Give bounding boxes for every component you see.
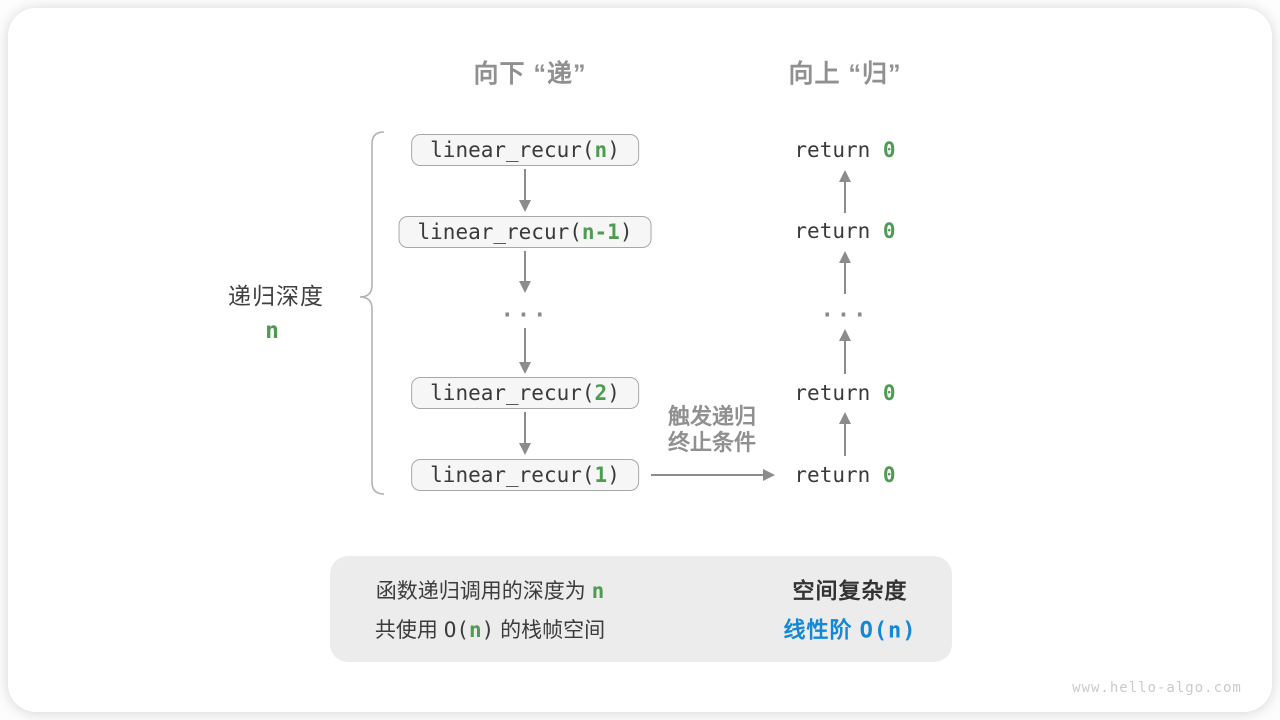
big-o-n: n xyxy=(468,618,482,642)
summary-n: n xyxy=(591,579,605,603)
return-keyword: return xyxy=(794,138,883,162)
code-text: linear_recur( xyxy=(430,381,595,405)
call-box-1: linear_recur(1) xyxy=(411,459,639,491)
complexity-class: 线性阶 xyxy=(783,617,860,643)
return-ellipsis: ... xyxy=(820,297,870,323)
return-value: 0 xyxy=(882,381,896,405)
base-case-label-line2: 终止条件 xyxy=(667,430,757,455)
code-text: ) xyxy=(619,220,633,244)
call-box-n: linear_recur(n) xyxy=(411,134,639,166)
summary-right: 空间复杂度 线性阶 O(n) xyxy=(783,572,916,651)
summary-depth-line: 函数递归调用的深度为 n xyxy=(375,572,605,611)
return-keyword: return xyxy=(794,463,883,487)
return-value: 0 xyxy=(882,138,896,162)
return-statement: return 0 xyxy=(794,138,895,162)
return-value: 0 xyxy=(882,219,896,243)
code-arg: n xyxy=(594,138,608,162)
code-text: linear_recur( xyxy=(430,463,595,487)
summary-box xyxy=(330,556,952,662)
code-arg: 1 xyxy=(594,463,608,487)
code-arg: 2 xyxy=(594,381,608,405)
code-text: linear_recur( xyxy=(417,220,582,244)
depth-value: n xyxy=(265,318,279,344)
call-box-2: linear_recur(2) xyxy=(411,377,639,409)
code-text: ) xyxy=(607,381,620,405)
base-case-label-line1: 触发递归 xyxy=(667,404,757,429)
complexity-notation: O(n) xyxy=(859,618,917,644)
header-ascend: 向上 “归” xyxy=(788,60,902,88)
call-ellipsis: ... xyxy=(500,297,550,323)
code-text: ) xyxy=(607,138,620,162)
summary-left: 函数递归调用的深度为 n 共使用 O(n) 的栈帧空间 xyxy=(375,572,605,650)
depth-label: 递归深度 xyxy=(228,283,324,309)
header-descend: 向下 “递” xyxy=(473,60,587,88)
big-o-open: O( xyxy=(443,618,469,642)
call-box-n-1: linear_recur(n-1) xyxy=(398,216,652,248)
base-case-label: 触发递归 终止条件 xyxy=(668,404,756,456)
return-statement: return 0 xyxy=(794,219,895,243)
summary-text: 的栈帧空间 xyxy=(494,619,606,642)
return-statement: return 0 xyxy=(794,381,895,405)
return-keyword: return xyxy=(794,219,883,243)
space-complexity-title: 空间复杂度 xyxy=(792,578,908,604)
code-text: linear_recur( xyxy=(430,138,595,162)
summary-text: 函数递归调用的深度为 xyxy=(375,580,592,603)
return-keyword: return xyxy=(794,381,883,405)
code-text: ) xyxy=(607,463,620,487)
watermark: www.hello-algo.com xyxy=(1072,680,1242,696)
summary-text: 共使用 xyxy=(374,619,444,642)
summary-space-line: 共使用 O(n) 的栈帧空间 xyxy=(375,611,605,650)
return-value: 0 xyxy=(882,463,896,487)
space-complexity-value: 线性阶 O(n) xyxy=(783,611,916,651)
code-arg: n-1 xyxy=(581,220,620,244)
return-statement: return 0 xyxy=(794,463,895,487)
big-o-close: ) xyxy=(481,618,495,642)
